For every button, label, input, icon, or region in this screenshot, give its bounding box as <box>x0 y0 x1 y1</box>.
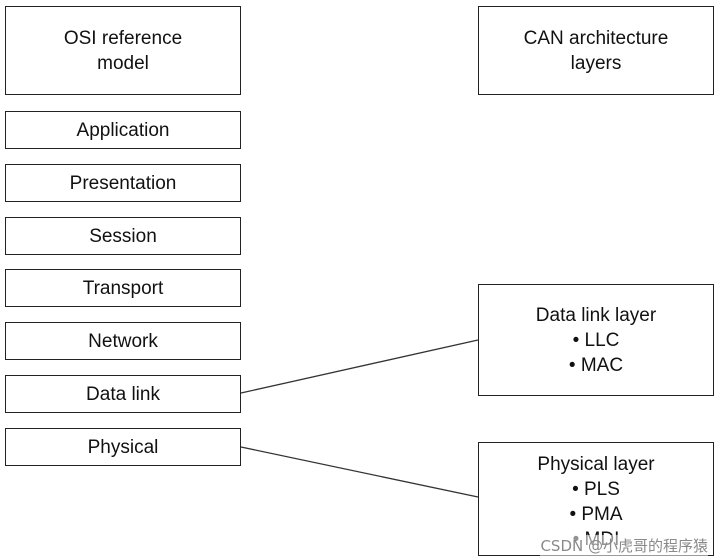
osi-layer-label: Presentation <box>69 172 177 194</box>
can-sublayer-llc: • LLC <box>572 329 620 351</box>
can-data-link-layer: Data link layer • LLC • MAC <box>478 284 714 396</box>
can-architecture-title: CAN architecture layers <box>523 27 669 74</box>
osi-layer-network: Network <box>5 322 241 360</box>
osi-layer-session: Session <box>5 217 241 255</box>
osi-layer-application: Application <box>5 111 241 149</box>
osi-layer-presentation: Presentation <box>5 164 241 202</box>
osi-layer-label: Application <box>76 119 170 141</box>
osi-layer-label: Data link <box>86 383 160 405</box>
osi-layer-label: Session <box>89 225 157 247</box>
physical-connector <box>240 446 479 498</box>
data-link-connector <box>240 339 479 394</box>
osi-layer-label: Physical <box>87 436 159 458</box>
can-sublayer-pma: • PMA <box>569 504 623 525</box>
osi-layer-label: Transport <box>82 277 164 299</box>
can-data-link-title: Data link layer <box>535 304 657 326</box>
can-sublayer-mac: • MAC <box>568 354 624 376</box>
can-architecture-header: CAN architecture layers <box>478 6 714 95</box>
can-sublayer-pls: • PLS <box>572 479 620 500</box>
osi-model-header: OSI reference model <box>5 6 241 95</box>
osi-layer-label: Network <box>88 330 158 352</box>
osi-layer-data-link: Data link <box>5 375 241 413</box>
watermark-text: CSDN @小虎哥的程序猿 <box>540 535 708 556</box>
osi-layer-transport: Transport <box>5 269 241 307</box>
can-physical-title: Physical layer <box>537 454 655 475</box>
osi-model-title: OSI reference model <box>63 27 183 74</box>
osi-layer-physical: Physical <box>5 428 241 466</box>
